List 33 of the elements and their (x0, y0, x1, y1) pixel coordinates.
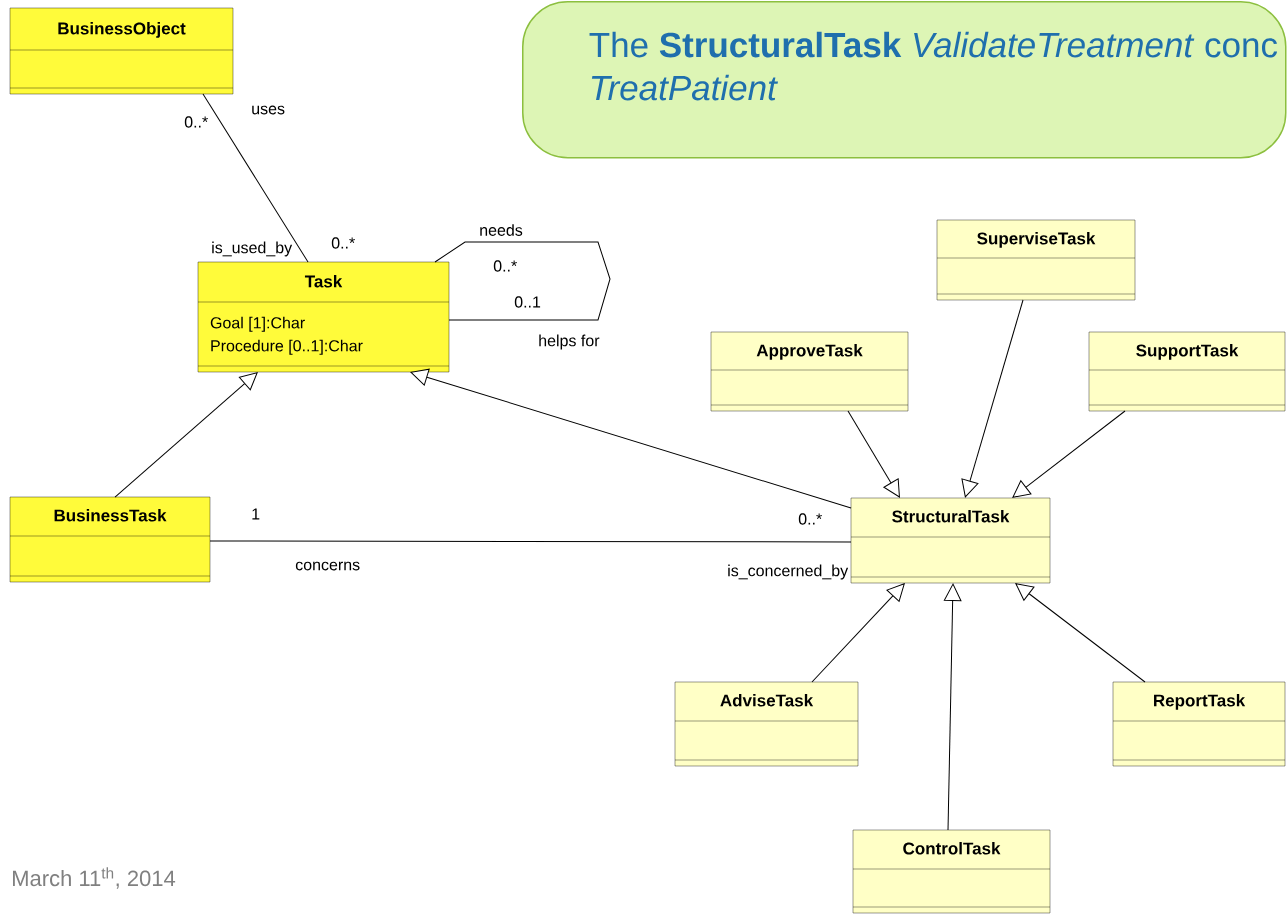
edge-label: concerns (294, 560, 362, 572)
multiplicity-label: 0..* (184, 116, 208, 128)
class-box: SuperviseTask (936, 219, 1136, 301)
generalization-arrow (811, 583, 905, 683)
role-label: is_used_by (212, 241, 293, 257)
callout-box: The StructuralTask ValidateTreatment conc TreatPatient (522, 1, 1287, 159)
generalization-arrow (1015, 583, 1146, 683)
class-box: ControlTask (852, 829, 1051, 914)
class-box: ApproveTask (710, 331, 909, 412)
class-box: SupportTask (1088, 331, 1286, 412)
edge-label: uses (250, 104, 286, 116)
multiplicity-label: 0..* (798, 513, 822, 525)
association-line (202, 93, 309, 263)
class-box: AdviseTask (674, 681, 859, 767)
edge-label: needs (478, 223, 524, 237)
generalization-arrow (943, 583, 962, 831)
multiplicity-label: 0..* (493, 260, 517, 272)
association-line (209, 540, 852, 543)
generalization-arrow (847, 410, 900, 498)
role-label: helps for (539, 334, 600, 350)
date-text: March 11$^{th}$, 2014 (13, 867, 176, 889)
class-box: BusinessObject (9, 7, 234, 95)
multiplicity-label: 1 (252, 508, 260, 520)
multiplicity-label: 0..1 (514, 296, 541, 308)
generalization-arrow (114, 372, 258, 498)
association-line (434, 241, 611, 321)
class-box: ReportTask (1112, 681, 1286, 767)
class-box: Task Goal [1]:Char Procedure [0..1]:Char (197, 261, 450, 373)
class-box: StructuralTask (850, 497, 1051, 584)
generalization-arrow (1012, 410, 1126, 498)
generalization-arrow (961, 299, 1024, 498)
class-box: BusinessTask (9, 496, 211, 583)
generalization-arrow (410, 368, 852, 509)
